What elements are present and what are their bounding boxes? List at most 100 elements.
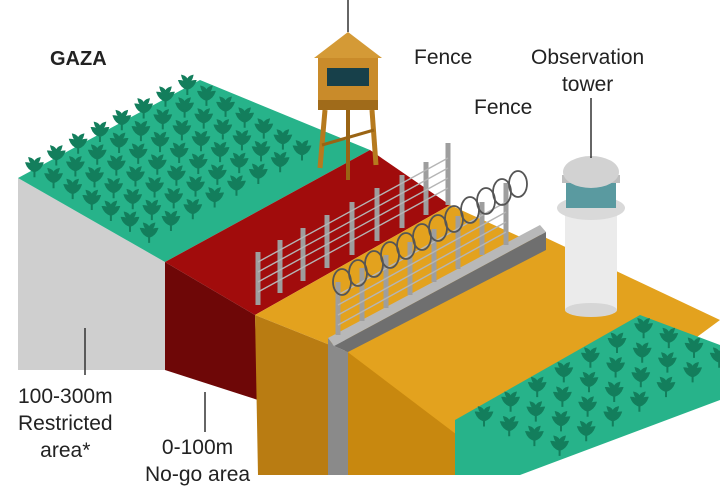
plant-icon xyxy=(145,177,164,198)
plant-icon xyxy=(207,164,227,185)
plant-icon xyxy=(553,386,572,407)
plant-icon xyxy=(46,145,66,166)
plant-icon xyxy=(216,96,235,117)
plant-icon xyxy=(131,120,151,142)
plant-icon xyxy=(139,222,159,243)
plant-icon xyxy=(147,154,167,175)
plant-icon xyxy=(631,366,651,388)
plant-icon xyxy=(112,109,132,131)
plant-icon xyxy=(232,130,252,151)
wall-front xyxy=(328,338,348,475)
plant-icon xyxy=(604,381,624,402)
plant-icon xyxy=(205,187,225,208)
plant-icon xyxy=(607,332,627,353)
plant-icon xyxy=(551,411,571,432)
plant-icon xyxy=(526,401,546,422)
plant-icon xyxy=(87,144,107,165)
plant-icon xyxy=(499,415,519,437)
plant-icon xyxy=(153,109,173,130)
plant-icon xyxy=(578,396,597,417)
plant-icon xyxy=(186,176,205,197)
fence-label-2: Fence xyxy=(474,96,533,119)
plant-icon xyxy=(603,406,623,427)
fence-1-wires xyxy=(257,157,449,293)
observation-tower-label: Observation tower xyxy=(531,44,644,98)
plant-icon xyxy=(197,85,216,106)
plant-icon xyxy=(134,98,154,119)
plant-icon xyxy=(128,143,148,164)
observation-tower-label-line2: tower xyxy=(561,73,614,96)
plant-icon xyxy=(525,425,544,447)
plant-icon xyxy=(104,177,124,199)
plant-icon xyxy=(126,166,145,187)
plant-icon xyxy=(66,156,85,177)
plant-icon xyxy=(63,178,83,200)
restricted-label-line3: area* xyxy=(40,439,91,462)
plant-icon xyxy=(123,188,143,210)
plant-icon xyxy=(273,129,293,150)
plant-icon xyxy=(213,119,233,140)
diagram: GAZA Fence Fence Observation tower 100-3… xyxy=(18,0,720,486)
plant-icon xyxy=(251,140,271,162)
plant-icon xyxy=(44,167,63,189)
plant-icon xyxy=(501,391,520,412)
plant-icon xyxy=(106,155,126,176)
plant-icon xyxy=(142,199,162,221)
plant-icon xyxy=(90,121,110,143)
wall-side xyxy=(334,232,546,352)
plant-icon xyxy=(120,211,140,232)
plant-icon xyxy=(169,142,189,164)
plant-icon xyxy=(177,74,197,95)
plant-icon xyxy=(554,362,574,383)
plant-icon xyxy=(194,108,214,129)
restricted-label-line1: 100-300m xyxy=(18,385,113,408)
plant-icon xyxy=(632,342,652,363)
plant-icon xyxy=(709,347,720,368)
plant-icon xyxy=(109,132,129,153)
plant-icon xyxy=(210,141,230,163)
guard-hut-icon xyxy=(314,0,382,180)
wall-top xyxy=(328,225,546,346)
plant-icon xyxy=(630,391,649,412)
plant-icon xyxy=(164,188,184,209)
plant-icon xyxy=(683,362,702,383)
plant-icon xyxy=(474,406,494,427)
dirt-strip-front xyxy=(255,315,330,475)
restricted-area-label: 100-300m Restricted area* xyxy=(18,383,113,464)
restricted-label-line2: Restricted xyxy=(18,412,113,435)
plant-icon xyxy=(656,376,676,398)
plant-icon xyxy=(576,420,596,442)
razor-wire-icon xyxy=(332,170,528,296)
restricted-area-front xyxy=(18,178,165,370)
plants xyxy=(25,74,720,456)
plant-icon xyxy=(175,97,194,118)
plant-icon xyxy=(229,152,249,174)
plant-icon xyxy=(188,153,208,174)
plant-icon xyxy=(684,337,704,358)
plant-icon xyxy=(292,140,312,161)
plant-icon xyxy=(150,131,170,153)
plant-icon xyxy=(527,376,547,398)
plant-icon xyxy=(254,118,274,139)
plant-icon xyxy=(191,130,211,152)
plant-icon xyxy=(235,107,255,128)
plant-icon xyxy=(156,86,175,107)
plant-icon xyxy=(550,435,569,456)
plant-icon xyxy=(183,198,203,220)
gaza-border-diagram xyxy=(18,0,720,475)
plant-icon xyxy=(68,133,88,154)
gaza-label: GAZA xyxy=(50,48,107,70)
gaza-field-top xyxy=(18,80,370,262)
plant-icon xyxy=(606,357,625,378)
plant-icon xyxy=(172,119,192,141)
nogo-label-line1: 0-100m xyxy=(161,436,234,459)
plant-icon xyxy=(85,167,104,188)
plant-icon xyxy=(581,347,600,368)
plant-icon xyxy=(167,165,186,186)
plant-icon xyxy=(101,200,121,221)
observation-tower-label-line1: Observation xyxy=(531,46,645,69)
plant-icon xyxy=(659,327,679,349)
plant-icon xyxy=(579,371,599,393)
no-go-area-front xyxy=(165,262,258,400)
observation-tower-icon xyxy=(557,98,625,317)
